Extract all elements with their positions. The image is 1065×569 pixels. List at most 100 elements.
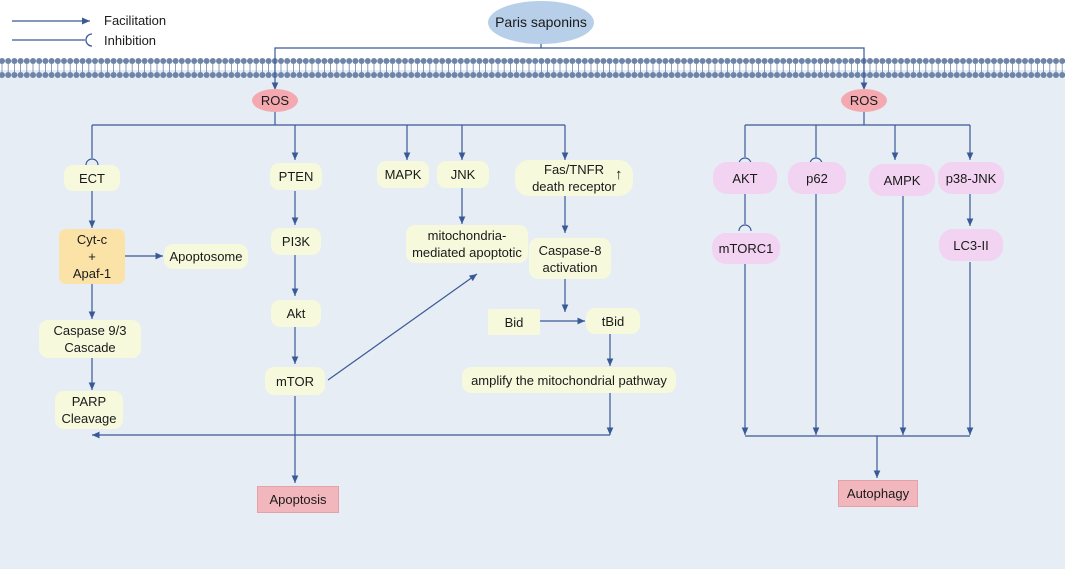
membrane-head <box>544 58 551 64</box>
membrane-head <box>302 72 309 78</box>
membrane-head <box>817 72 824 78</box>
node-mtorc1: mTORC1 <box>712 233 780 264</box>
membrane-head <box>829 72 836 78</box>
membrane-head <box>736 58 743 64</box>
membrane-head <box>364 72 371 78</box>
membrane-head <box>302 58 309 64</box>
membrane-head <box>625 72 632 78</box>
membrane-head <box>98 58 105 64</box>
membrane-head <box>501 58 508 64</box>
membrane-head <box>23 72 30 78</box>
membrane-head <box>420 58 427 64</box>
membrane-head <box>23 58 30 64</box>
membrane-head <box>1003 72 1010 78</box>
membrane-head <box>495 72 501 78</box>
membrane-head <box>991 72 997 78</box>
membrane-head <box>879 58 886 64</box>
membrane-head <box>352 58 359 64</box>
membrane-head <box>829 58 836 64</box>
membrane-head <box>842 72 849 78</box>
membrane-head <box>0 58 5 64</box>
membrane-head <box>910 58 917 64</box>
membrane-head <box>209 58 216 64</box>
cytc-line1: Cyt-c <box>76 232 108 247</box>
membrane-head <box>408 58 415 64</box>
membrane-head <box>383 58 390 64</box>
cell-membrane <box>0 58 1065 78</box>
membrane-head <box>532 72 539 78</box>
membrane-head <box>61 58 67 64</box>
membrane-head <box>569 72 576 78</box>
membrane-head <box>79 72 86 78</box>
membrane-head <box>519 58 526 64</box>
membrane-head <box>476 72 483 78</box>
membrane-head <box>972 72 979 78</box>
membrane-head <box>166 58 173 64</box>
membrane-head <box>984 72 991 78</box>
node-bid: Bid <box>488 309 540 335</box>
mito-line2: mediated apoptotic <box>412 245 522 260</box>
membrane-head <box>681 58 687 64</box>
membrane-head <box>240 58 247 64</box>
membrane-head <box>377 72 384 78</box>
membrane-head <box>247 58 253 64</box>
membrane-head <box>867 72 873 78</box>
membrane-head <box>1059 72 1065 78</box>
membrane-head <box>755 72 762 78</box>
membrane-head <box>371 58 377 64</box>
membrane-head <box>197 72 204 78</box>
membrane-head <box>600 58 607 64</box>
node-ampk: AMPK <box>869 164 935 196</box>
membrane-head <box>848 72 855 78</box>
casp8-line2: activation <box>542 259 598 275</box>
node-pi3k: PI3K <box>271 228 321 255</box>
membrane-head <box>1059 58 1065 64</box>
membrane-head <box>941 58 948 64</box>
membrane-head <box>54 72 61 78</box>
membrane-head <box>643 58 650 64</box>
membrane-head <box>705 58 712 64</box>
membrane-head <box>185 58 191 64</box>
node-amplify: amplify the mitochondrial pathway <box>462 367 676 393</box>
membrane-head <box>650 72 656 78</box>
membrane-head <box>656 72 663 78</box>
membrane-head <box>904 72 911 78</box>
membrane-head <box>922 58 929 64</box>
membrane-head <box>1046 72 1053 78</box>
node-pten: PTEN <box>270 163 322 190</box>
membrane-head <box>687 58 694 64</box>
membrane-head <box>792 58 799 64</box>
membrane-head <box>885 72 892 78</box>
membrane-head <box>402 58 408 64</box>
membrane-head <box>364 58 371 64</box>
membrane-head <box>30 72 36 78</box>
membrane-head <box>321 58 328 64</box>
membrane-head <box>631 58 638 64</box>
membrane-head <box>371 72 377 78</box>
membrane-head <box>674 58 681 64</box>
membrane-head <box>191 72 198 78</box>
membrane-head <box>457 58 464 64</box>
membrane-head <box>166 72 173 78</box>
edge-ros-bus-left <box>92 112 565 126</box>
membrane-head <box>1034 58 1041 64</box>
membrane-head <box>476 58 483 64</box>
membrane-head <box>724 58 731 64</box>
membrane-head <box>98 72 105 78</box>
membrane-head <box>643 72 650 78</box>
membrane-head <box>141 58 148 64</box>
membrane-head <box>550 72 557 78</box>
parp-line1: PARP <box>71 394 107 409</box>
membrane-head <box>848 58 855 64</box>
membrane-head <box>730 58 737 64</box>
node-ect: ECT <box>64 165 120 191</box>
membrane-head <box>464 72 470 78</box>
membrane-head <box>1053 58 1059 64</box>
edge-drug-to-ros <box>271 44 542 90</box>
ros-left: ROS <box>252 89 298 112</box>
node-p62: p62 <box>788 162 846 194</box>
up-arrow-icon: ↑ <box>615 166 623 183</box>
membrane-head <box>327 58 334 64</box>
membrane-head <box>222 72 229 78</box>
membrane-head <box>1040 72 1047 78</box>
